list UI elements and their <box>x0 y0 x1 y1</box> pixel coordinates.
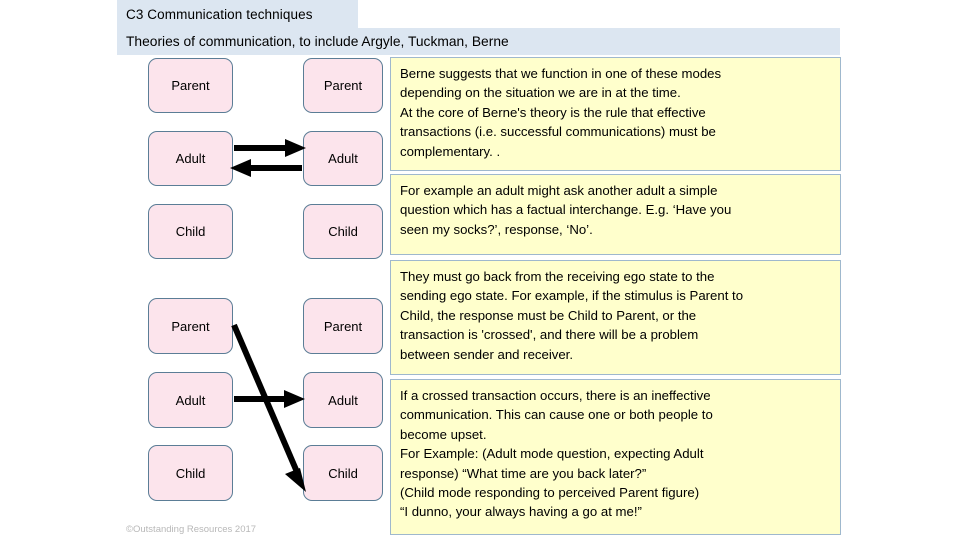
note-line: seen my socks?’, response, ‘No’. <box>400 221 593 237</box>
crossed-diagonal-arrow-icon <box>231 323 306 492</box>
note-line: transactions (i.e. successful communicat… <box>400 124 716 140</box>
note-line: response) “What time are you back later?… <box>400 465 647 481</box>
note-line: communication. This can cause one or bot… <box>400 407 713 423</box>
note-line: sending ego state. For example, if the s… <box>400 288 744 304</box>
note-line: between sender and receiver. <box>400 346 574 362</box>
note-line: For Example: (Adult mode question, expec… <box>400 446 704 462</box>
crossed-left-parent-box: Parent <box>148 298 233 354</box>
slide-code-title: C3 Communication techniques <box>126 6 313 22</box>
crossed-right-parent-box: Parent <box>303 298 383 354</box>
crossed-left-adult-box: Adult <box>148 372 233 428</box>
complementary-left-adult-box: Adult <box>148 131 233 186</box>
note-berne-modes: Berne suggests that we function in one o… <box>390 57 841 171</box>
note-line: “I dunno, your always having a go at me!… <box>400 504 642 520</box>
note-line: transaction is 'crossed', and there will… <box>400 327 699 343</box>
crossed-right-child-box: Child <box>303 445 383 501</box>
note-line: Berne suggests that we function in one o… <box>400 66 722 81</box>
note-line: (Child mode responding to perceived Pare… <box>400 485 700 501</box>
copyright-footer: ©Outstanding Resources 2017 <box>126 524 257 535</box>
complementary-right-parent-box: Parent <box>303 58 383 113</box>
note-line: complementary. . <box>400 143 501 159</box>
note-line: become upset. <box>400 426 487 442</box>
slide-code-title-band: C3 Communication techniques <box>117 0 358 28</box>
note-line: For example an adult might ask another a… <box>400 183 718 198</box>
slide-subtitle: Theories of communication, to include Ar… <box>126 34 509 49</box>
complementary-right-adult-box: Adult <box>303 131 383 186</box>
note-line: If a crossed transaction occurs, there i… <box>400 388 711 403</box>
complementary-right-arrow-icon <box>234 139 306 157</box>
complementary-left-parent-box: Parent <box>148 58 233 113</box>
note-line: At the core of Berne's theory is the rul… <box>400 104 706 120</box>
slide-subtitle-band: Theories of communication, to include Ar… <box>117 28 840 55</box>
complementary-left-child-box: Child <box>148 204 233 259</box>
note-line: Child, the response must be Child to Par… <box>400 307 697 323</box>
note-line: depending on the situation we are in at … <box>400 85 681 101</box>
complementary-right-child-box: Child <box>303 204 383 259</box>
crossed-right-adult-box: Adult <box>303 372 383 428</box>
note-example-adult: For example an adult might ask another a… <box>390 174 841 255</box>
crossed-left-child-box: Child <box>148 445 233 501</box>
note-ego-state-return: They must go back from the receiving ego… <box>390 260 841 375</box>
note-line: question which has a factual interchange… <box>400 202 732 218</box>
note-line: They must go back from the receiving ego… <box>400 269 715 284</box>
crossed-right-arrow-icon <box>234 390 305 408</box>
complementary-left-arrow-icon <box>230 159 302 177</box>
note-crossed-transaction: If a crossed transaction occurs, there i… <box>390 379 841 535</box>
